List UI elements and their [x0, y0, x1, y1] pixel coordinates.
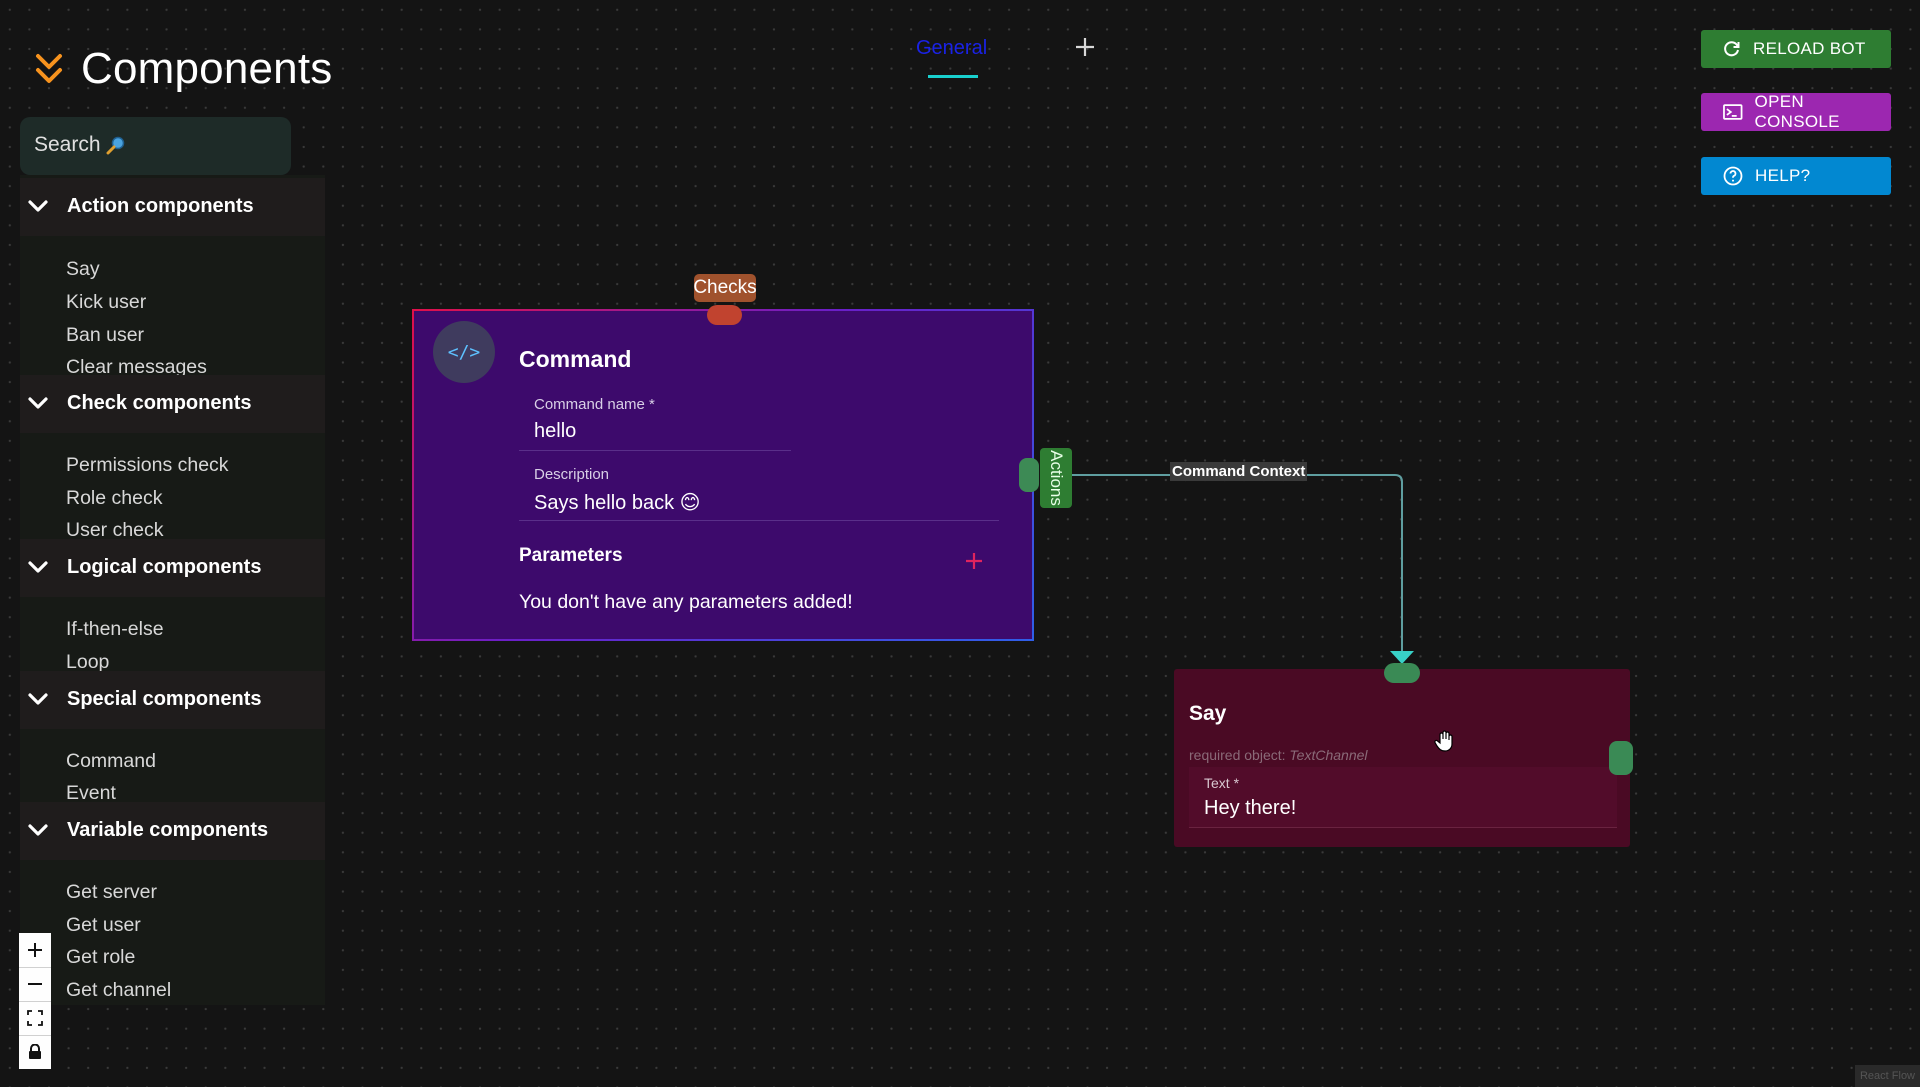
list-item-permissions-check[interactable]: Permissions check	[66, 454, 229, 476]
say-input-handle[interactable]	[1384, 663, 1420, 683]
node-title: Command	[519, 346, 632, 372]
say-text-field[interactable]	[1189, 767, 1617, 828]
react-flow-attribution[interactable]: React Flow	[1855, 1065, 1920, 1087]
add-tab-button[interactable]	[1074, 36, 1096, 58]
question-icon	[1723, 166, 1743, 186]
minus-icon	[28, 983, 42, 985]
terminal-icon	[1723, 104, 1743, 120]
list-item-get-role[interactable]: Get role	[66, 946, 136, 968]
chevron-down-icon	[28, 693, 48, 705]
grab-cursor-icon	[1434, 729, 1456, 758]
required-type: TextChannel	[1289, 747, 1368, 763]
chevron-down-icon	[28, 397, 48, 409]
search-icon	[106, 135, 126, 160]
add-parameter-button[interactable]	[963, 550, 985, 572]
list-item-clear-messages[interactable]: Clear messages	[66, 356, 207, 378]
canvas-controls	[19, 933, 51, 1069]
fit-view-icon	[27, 1010, 43, 1026]
category-label: Logical components	[67, 556, 262, 578]
description-field[interactable]: Says hello back 😊	[534, 492, 701, 514]
list-item-role-check[interactable]: Role check	[66, 487, 163, 509]
field-underline	[519, 520, 999, 521]
checks-handle[interactable]	[707, 305, 742, 325]
tab-general[interactable]: General	[916, 37, 988, 59]
category-check-components[interactable]: Check components	[20, 375, 325, 433]
list-item-user-check[interactable]: User check	[66, 519, 164, 541]
collapse-chevrons-icon[interactable]	[34, 50, 64, 90]
list-item-get-user[interactable]: Get user	[66, 914, 141, 936]
reload-bot-label: RELOAD BOT	[1753, 39, 1866, 58]
actions-handle[interactable]	[1019, 458, 1039, 492]
zoom-in-button[interactable]	[19, 933, 51, 968]
chevron-down-icon	[28, 200, 48, 212]
list-item-event[interactable]: Event	[66, 782, 116, 804]
category-label: Variable components	[67, 819, 269, 841]
list-item-ban-user[interactable]: Ban user	[66, 324, 145, 346]
command-node[interactable]	[412, 309, 1034, 641]
actions-handle-label: Actions	[1040, 448, 1072, 508]
zoom-out-button[interactable]	[19, 967, 51, 1002]
description-label: Description	[534, 466, 610, 483]
category-label: Special components	[67, 688, 262, 710]
open-console-label: OPEN CONSOLE	[1754, 92, 1840, 131]
plus-icon	[966, 553, 982, 569]
actions-label-text: Actions	[1047, 450, 1066, 506]
plus-icon	[28, 943, 42, 957]
category-logical-components[interactable]: Logical components	[20, 539, 325, 597]
category-label: Check components	[67, 392, 252, 414]
chevron-down-icon	[28, 561, 48, 573]
node-title: Say	[1189, 702, 1227, 725]
plus-icon	[1076, 38, 1094, 56]
list-item-command[interactable]: Command	[66, 750, 156, 772]
parameters-empty-message: You don't have any parameters added!	[519, 591, 853, 613]
code-icon: </>	[433, 321, 495, 383]
list-item-get-server[interactable]: Get server	[66, 881, 158, 903]
list-item-if-then-else[interactable]: If-then-else	[66, 618, 164, 640]
category-variable-components[interactable]: Variable components	[20, 802, 325, 860]
refresh-icon	[1724, 41, 1740, 57]
active-tab-indicator	[928, 75, 978, 78]
category-action-components[interactable]: Action components	[20, 178, 325, 236]
lock-button[interactable]	[19, 1035, 51, 1069]
open-console-button[interactable]: OPEN CONSOLE	[1701, 92, 1891, 131]
search-label: Search	[34, 133, 101, 156]
fit-view-button[interactable]	[19, 1001, 51, 1036]
required-object-text: required object: TextChannel	[1189, 747, 1368, 763]
parameters-title: Parameters	[519, 545, 623, 566]
list-item-get-channel[interactable]: Get channel	[66, 979, 172, 1001]
list-item-say[interactable]: Say	[66, 258, 100, 280]
list-item-loop[interactable]: Loop	[66, 651, 110, 673]
sidebar-title: Components	[81, 44, 333, 93]
reload-bot-button[interactable]: RELOAD BOT	[1701, 30, 1891, 68]
help-label: HELP?	[1755, 166, 1811, 185]
command-name-field[interactable]: hello	[534, 420, 577, 442]
edge-label: Command Context	[1170, 462, 1308, 481]
component-list: Action components Say Kick user Ban user…	[20, 175, 325, 1005]
text-field-value[interactable]: Hey there!	[1204, 797, 1297, 819]
say-output-handle[interactable]	[1609, 741, 1633, 775]
lock-icon	[29, 1044, 41, 1059]
field-underline	[519, 450, 791, 451]
command-name-label: Command name *	[534, 396, 655, 413]
text-field-label: Text *	[1204, 775, 1240, 791]
checks-handle-label: Checks	[693, 274, 757, 302]
category-special-components[interactable]: Special components	[20, 671, 325, 729]
help-button[interactable]: HELP?	[1701, 157, 1891, 195]
chevron-down-icon	[28, 824, 48, 836]
list-item-kick-user[interactable]: Kick user	[66, 291, 147, 313]
required-prefix: required object:	[1189, 747, 1290, 763]
search-input[interactable]	[20, 117, 291, 175]
category-label: Action components	[67, 195, 254, 217]
